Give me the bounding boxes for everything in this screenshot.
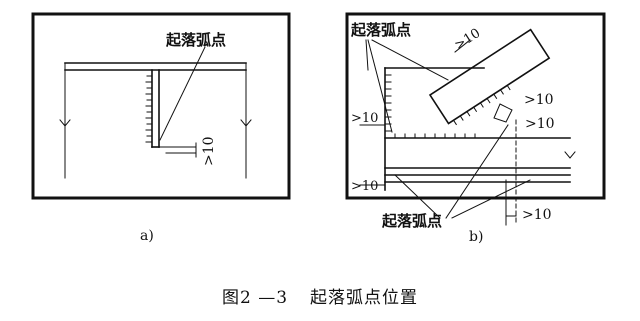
panel-a-label: 起落弧点 — [165, 31, 226, 49]
panel-b-frame — [345, 12, 606, 200]
panel-b-dim-1: >10 — [452, 26, 483, 54]
panel-b: 起落弧点 起落弧点 >10 >10 >10 >10 >10 >10 — [345, 12, 606, 230]
panel-b-dim-5: >10 — [351, 179, 378, 194]
panel-b-dim-6: >10 — [522, 207, 552, 223]
panel-a-sublabel: a) — [140, 228, 154, 244]
figure-caption: 图2 —3 起落弧点位置 — [0, 283, 640, 308]
panel-a: 起落弧点 >10 — [31, 12, 291, 200]
panel-b-sublabel: b) — [469, 229, 483, 245]
panel-b-label-top: 起落弧点 — [350, 21, 411, 39]
panel-b-dim-2: >10 — [524, 92, 554, 108]
panel-b-dim-3: >10 — [525, 116, 555, 132]
panel-b-label-bottom: 起落弧点 — [381, 212, 442, 230]
figure-title: 起落弧点位置 — [310, 288, 419, 308]
panel-b-dim-4: >10 — [351, 111, 378, 126]
panel-a-dim: >10 — [201, 136, 217, 166]
figure-number: 图2 —3 — [221, 288, 289, 308]
panel-a-frame — [31, 12, 291, 200]
